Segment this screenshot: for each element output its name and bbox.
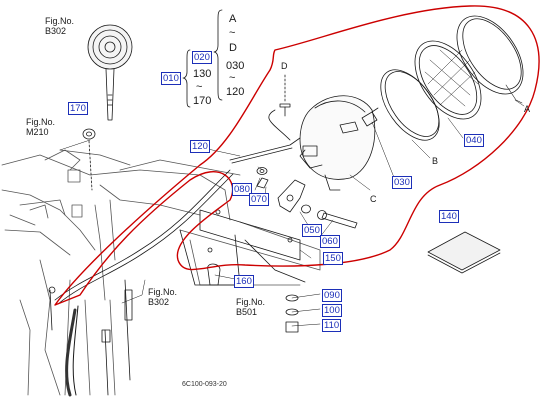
callout-070[interactable]: 070	[249, 193, 269, 206]
point-label-c: C	[370, 194, 377, 204]
callout-010[interactable]: 010	[161, 72, 181, 85]
point-label-a: A	[524, 104, 531, 114]
tractor-frame	[1, 149, 321, 396]
bracket-number: 130	[193, 68, 212, 80]
leader-lines	[59, 99, 525, 327]
bracket-letter: D	[229, 42, 237, 54]
callout-030[interactable]: 030	[392, 176, 412, 189]
top-lamp	[87, 24, 133, 121]
bracket-tilde: ~	[229, 27, 236, 39]
bracket-tilde: ~	[229, 72, 236, 84]
point-label-b: B	[432, 156, 439, 166]
callout-140[interactable]: 140	[439, 210, 459, 223]
figure-ref-label: Fig.No.	[236, 297, 266, 307]
rim	[456, 15, 524, 104]
figure-ref-code[interactable]: B302	[45, 26, 67, 36]
callout-040[interactable]: 040	[464, 134, 484, 147]
figure-ref-code[interactable]: M210	[26, 127, 49, 137]
figure-ref-label: Fig.No.	[45, 16, 75, 26]
callout-050[interactable]: 050	[302, 224, 322, 237]
highlight-outline	[54, 5, 540, 306]
callout-090[interactable]: 090	[322, 289, 342, 302]
callout-080[interactable]: 080	[232, 183, 252, 196]
bracket-number: 120	[226, 86, 245, 98]
figure-ref-code[interactable]: B302	[148, 297, 170, 307]
grommet	[82, 128, 96, 191]
brace	[182, 9, 223, 108]
callout-170[interactable]: 170	[68, 102, 88, 115]
figure-ref-label: Fig.No.	[26, 117, 56, 127]
callout-160[interactable]: 160	[234, 275, 254, 288]
callout-020[interactable]: 020	[192, 51, 212, 64]
headlamp-housing	[299, 95, 376, 191]
bracket-tilde: ~	[196, 81, 203, 93]
screw-d	[279, 74, 291, 117]
bracket-number: 170	[193, 95, 212, 107]
wiring-harness	[48, 109, 301, 397]
lens-unit	[414, 40, 482, 120]
bracket-number: 030	[226, 60, 245, 72]
callout-120[interactable]: 120	[190, 140, 210, 153]
callout-150[interactable]: 150	[323, 252, 343, 265]
manual-card	[427, 231, 501, 274]
bracket-letter: A	[229, 13, 237, 25]
bulb	[361, 107, 379, 127]
sealed-beam	[380, 69, 440, 141]
hardware	[207, 167, 358, 333]
drawing-code: 6C100-093-20	[182, 381, 227, 388]
callout-110[interactable]: 110	[322, 319, 342, 332]
callout-060[interactable]: 060	[320, 235, 340, 248]
figure-ref-code[interactable]: B501	[236, 307, 258, 317]
figure-ref-label: Fig.No.	[148, 287, 178, 297]
callout-100[interactable]: 100	[322, 304, 342, 317]
point-label-d: D	[281, 61, 288, 71]
